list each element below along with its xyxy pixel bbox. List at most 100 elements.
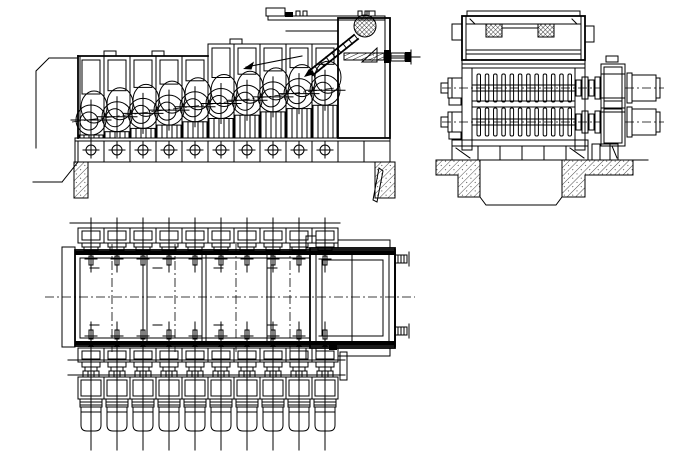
anchor-bolt-8: [264, 141, 282, 159]
bearing-unit-top-2: [103, 217, 131, 273]
drive-unit-bottom-10: [311, 321, 339, 451]
roller-bay-2: [96, 59, 138, 139]
drive-unit-bottom-9: [285, 321, 313, 451]
motor-body: [132, 406, 154, 432]
roll-disc: [493, 107, 498, 137]
roll-disc: [534, 107, 539, 137]
roller-bay-9: [278, 47, 320, 139]
anchor-bolt-4: [160, 141, 178, 159]
roller-bay-10: [304, 47, 346, 139]
roll-disc: [542, 107, 548, 137]
leader-arrowhead: [243, 61, 254, 70]
motor-body: [236, 406, 258, 432]
gear-housing: [451, 10, 595, 61]
shaft-stub: [451, 23, 463, 41]
bearing-unit-top-10: [311, 217, 339, 273]
end-bracket: [61, 246, 76, 348]
anchor-bolt-9: [290, 141, 308, 159]
vent-tower: [265, 7, 286, 17]
drive-unit-2: [600, 97, 664, 147]
feed-box: [305, 235, 410, 361]
anchor-bolt-5: [186, 141, 204, 159]
roll-disc: [567, 73, 572, 103]
side-elevation-view: [435, 10, 664, 206]
motor-body: [314, 406, 336, 432]
stud-bolt: [302, 10, 308, 17]
roll-disc: [517, 107, 523, 137]
adjuster-knob: [353, 14, 377, 38]
roll-disc: [567, 107, 572, 137]
shaft-stub: [584, 25, 595, 43]
roll-disc: [476, 73, 481, 103]
gearbox: [600, 97, 626, 147]
roll-disc: [484, 107, 490, 137]
threaded-section: [343, 52, 385, 61]
bolt-plate: [537, 23, 555, 38]
gearbox: [600, 63, 626, 113]
roller-bay-5: [174, 59, 216, 139]
anchor-bolt-7: [238, 141, 256, 159]
roll-disc: [559, 107, 564, 137]
bearing-unit-top-7: [233, 217, 261, 273]
roll-disc: [484, 73, 490, 103]
frame-column: [461, 67, 473, 151]
gusset-bracket: [360, 46, 378, 63]
front-elevation-view: [32, 7, 421, 203]
bearing-unit-top-6: [207, 217, 235, 273]
roll-disc: [542, 73, 548, 103]
drive-unit-bottom-6: [207, 321, 235, 451]
bearing-unit-top-5: [181, 217, 209, 273]
bearing-unit-top-3: [129, 217, 157, 273]
frame-column: [574, 67, 586, 151]
roll-disc: [550, 107, 556, 137]
roll-disc: [493, 73, 498, 103]
roll-disc: [550, 73, 556, 103]
machine-body: [74, 249, 396, 347]
roll-disc: [559, 73, 564, 103]
roll-disc: [526, 73, 531, 103]
anchor-bolt-6: [212, 141, 230, 159]
bearing-unit-top-8: [259, 217, 287, 273]
tension-rod: [343, 46, 421, 65]
motor-body: [106, 406, 128, 432]
roll-shaft-1: [440, 73, 601, 106]
motor-body: [288, 406, 310, 432]
foundation-pier: [374, 161, 396, 199]
screw-adjuster: [304, 10, 377, 77]
foundation-pier: [73, 161, 89, 199]
stud-bolt: [295, 10, 301, 17]
anchor-bolt-2: [108, 141, 126, 159]
roll-disc: [534, 73, 539, 103]
leader-line: [245, 55, 303, 68]
roll-disc: [526, 107, 531, 137]
bolt-plate: [485, 23, 503, 38]
bearing-unit-top-4: [155, 217, 183, 273]
roll-disc: [476, 107, 481, 137]
anchor-bolt-10: [316, 141, 334, 159]
plan-view: [45, 217, 415, 451]
motor-body: [262, 406, 284, 432]
roll-disc: [509, 107, 515, 137]
roller-bay-6: [200, 47, 242, 139]
roll-disc: [501, 107, 506, 137]
drive-unit-bottom-1: [77, 321, 105, 451]
anchor-bolt-3: [134, 141, 152, 159]
drive-unit-1: [600, 55, 664, 113]
roller-bay-8: [252, 47, 294, 139]
motor-body: [210, 406, 232, 432]
anchor-bolt-1: [82, 141, 100, 159]
chute-outline: [35, 57, 79, 149]
foundation-left: [435, 159, 481, 198]
motor-body: [80, 406, 102, 432]
roll-disc: [501, 73, 506, 103]
drive-unit-bottom-5: [181, 321, 209, 451]
rod-handle: [405, 52, 411, 62]
roller-bay-1: [70, 59, 112, 141]
motor-body: [184, 406, 206, 432]
roll-disc: [509, 73, 515, 103]
roll-shaft-2: [440, 107, 601, 140]
roller-centerline: [71, 87, 336, 123]
drive-unit-bottom-7: [233, 321, 261, 451]
